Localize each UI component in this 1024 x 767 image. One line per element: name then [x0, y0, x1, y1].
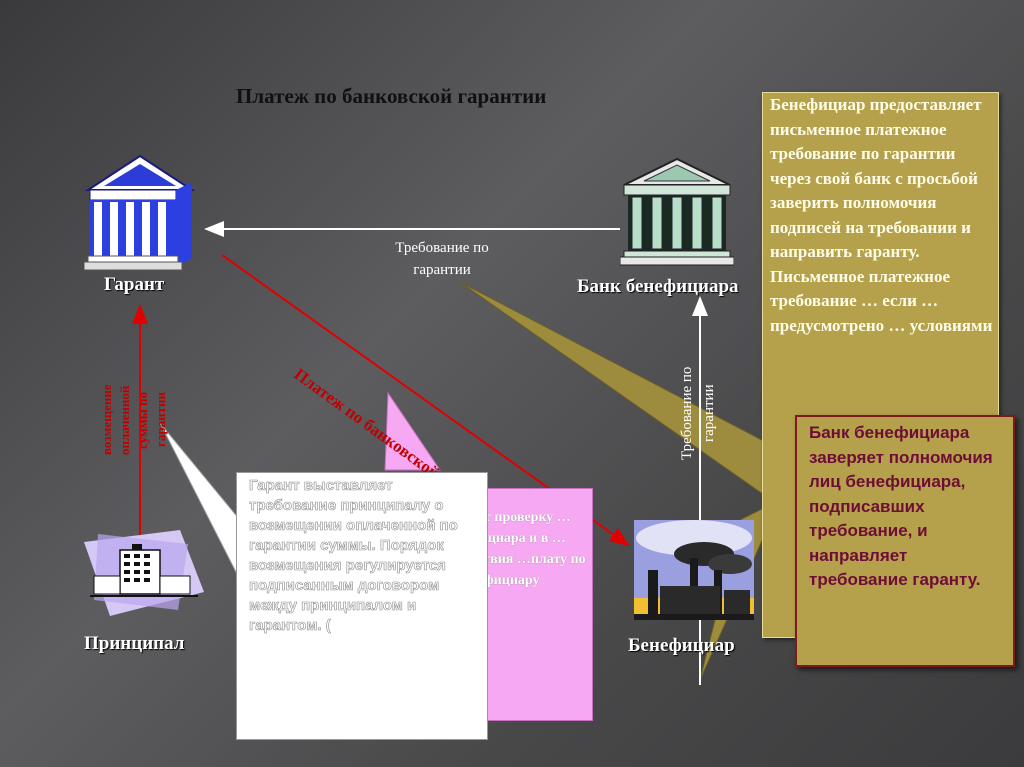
- tan-callout-text: Бенефициар предоставляет письменное плат…: [770, 95, 993, 335]
- garant-label: Гарант: [104, 274, 165, 295]
- reimbursement-label: возмещение оплаченной суммы по гарантии: [99, 384, 168, 456]
- pink-callout-pointer: [384, 391, 441, 471]
- principal-label: Принципал: [84, 633, 185, 654]
- factory-building-icon: [84, 530, 204, 616]
- maroon-callout-text: Банк бенефициара заверяет полномочия лиц…: [809, 423, 993, 589]
- industrial-plant-icon: [634, 520, 754, 620]
- bank-building-blue-icon: [84, 154, 196, 271]
- claim-vertical-label: Требование по гарантии: [679, 366, 717, 460]
- maroon-callout: Банк бенефициара заверяет полномочия лиц…: [795, 415, 1015, 667]
- bank-building-green-icon: [620, 157, 734, 266]
- white-callout: Гарант выставляет требование принципалу …: [236, 472, 488, 740]
- bank-beneficiary-label: Банк бенефициара: [577, 276, 739, 297]
- diagram-title: Платеж по банковской гарантии: [236, 84, 547, 108]
- beneficiary-label: Бенефициар: [628, 635, 735, 656]
- white-callout-text: Гарант выставляет требование принципалу …: [249, 477, 458, 635]
- pink-callout-text: …т проверку …фициара и в …тствия …плату …: [470, 510, 586, 588]
- tan-callout-pointer: [459, 281, 801, 521]
- claim-label: Требование по гарантии: [395, 240, 489, 278]
